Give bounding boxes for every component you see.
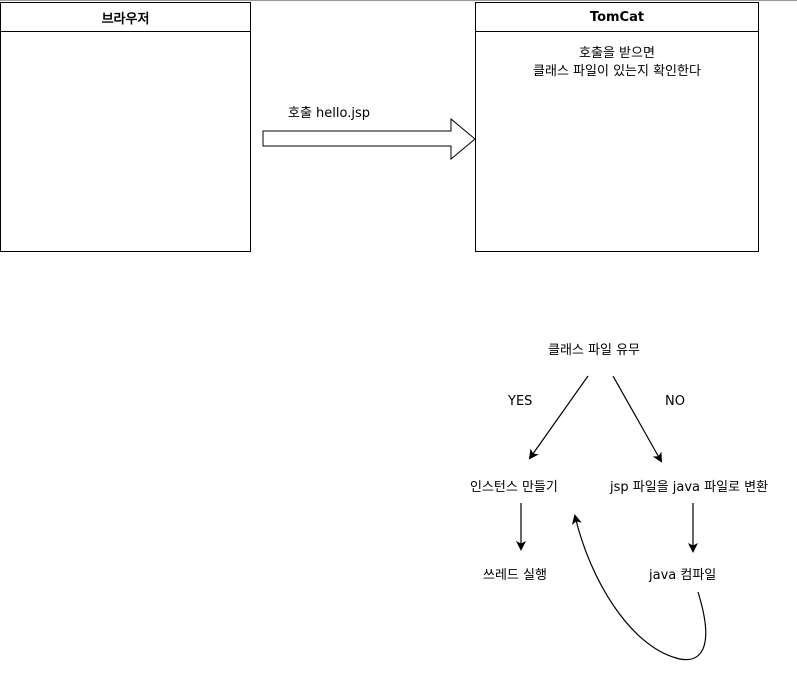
tomcat-lane-note: 호출을 받으면 클래스 파일이 있는지 확인한다: [476, 45, 758, 81]
no-branch-label: NO: [665, 394, 685, 409]
canvas-top-rule: [0, 0, 797, 1]
request-block-arrow[interactable]: [262, 117, 476, 161]
compile-java-node[interactable]: java 컴파일: [649, 568, 717, 583]
compile-to-instance-curve-arrow[interactable]: [571, 514, 707, 661]
tomcat-lane-title: TomCat: [476, 3, 758, 32]
yes-branch-arrow[interactable]: [528, 375, 589, 460]
class-file-check-node[interactable]: 클래스 파일 유무: [548, 343, 640, 358]
yes-branch-label: YES: [508, 394, 533, 409]
run-thread-node[interactable]: 쓰레드 실행: [483, 568, 547, 583]
request-arrow-label: 호출 hello.jsp: [288, 106, 371, 121]
tomcat-lane[interactable]: TomCat 호출을 받으면 클래스 파일이 있는지 확인한다: [475, 2, 759, 252]
create-instance-node[interactable]: 인스턴스 만들기: [470, 480, 558, 495]
browser-lane[interactable]: 브라우저: [0, 2, 251, 252]
tomcat-note-line-1: 호출을 받으면: [579, 46, 655, 61]
browser-lane-title: 브라우저: [1, 3, 250, 32]
convert-to-java-node[interactable]: jsp 파일을 java 파일로 변환: [610, 480, 769, 495]
no-branch-arrow[interactable]: [612, 375, 662, 463]
tomcat-note-line-2: 클래스 파일이 있는지 확인한다: [533, 64, 701, 79]
